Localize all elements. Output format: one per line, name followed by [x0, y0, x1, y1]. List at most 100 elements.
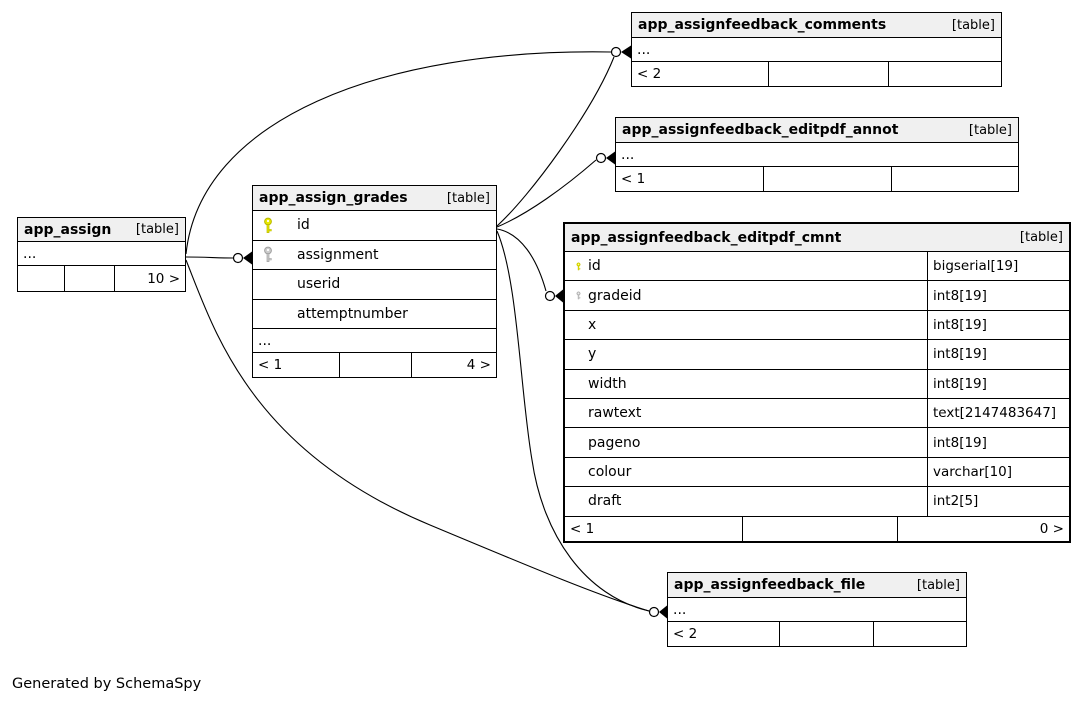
- column-row-id: id bigserial[19]: [565, 252, 1069, 282]
- column-name: attemptnumber: [297, 305, 408, 322]
- footer-middle-cell: [339, 353, 411, 377]
- footer-middle-cell: [64, 266, 114, 291]
- footer-children-count: [888, 62, 1001, 86]
- footer-children-count: 4 >: [411, 353, 496, 377]
- column-row-id: id: [253, 211, 496, 241]
- table-type-tag: [table]: [968, 122, 1012, 138]
- column-type: int8[19]: [927, 310, 1069, 340]
- column-name: pageno: [588, 434, 641, 451]
- primary-key-icon: [565, 258, 581, 275]
- column-name: id: [297, 217, 310, 234]
- table-title: app_assign: [24, 221, 112, 238]
- table-type-tag: [table]: [1019, 230, 1063, 245]
- table-header[interactable]: app_assign [table]: [18, 218, 185, 242]
- table-footer: < 2: [632, 62, 1001, 86]
- footer-parents-count: < 2: [637, 66, 662, 82]
- zero-circle-comments-end: [610, 46, 622, 58]
- table-title: app_assignfeedback_editpdf_cmnt: [571, 229, 842, 246]
- crowfoot-icon-annot: [606, 151, 615, 165]
- column-row-rawtext: rawtext text[2147483647]: [565, 398, 1069, 429]
- column-name: x: [588, 316, 597, 333]
- column-type: int2[5]: [927, 487, 1069, 516]
- column-row-assignment: assignment: [253, 241, 496, 270]
- footer-children-count: 0 >: [897, 516, 1069, 541]
- table-header[interactable]: app_assignfeedback_editpdf_cmnt [table]: [565, 224, 1069, 252]
- column-name: width: [588, 375, 627, 392]
- table-app-assignfeedback-editpdf-cmnt[interactable]: app_assignfeedback_editpdf_cmnt [table] …: [563, 222, 1071, 543]
- footer-parents-count: < 1: [570, 520, 595, 537]
- column-type: int8[19]: [927, 281, 1069, 310]
- table-app-assignfeedback-comments[interactable]: app_assignfeedback_comments [table] ... …: [631, 12, 1002, 87]
- footer-children-count: [873, 622, 966, 646]
- column-type: text[2147483647]: [927, 398, 1069, 428]
- relationship-line-assign-grades: [185, 256, 234, 259]
- column-name: id: [588, 258, 601, 275]
- table-header[interactable]: app_assign_grades [table]: [253, 186, 496, 211]
- column-name: draft: [588, 493, 622, 510]
- footer-middle-cell: [742, 516, 897, 541]
- column-name: gradeid: [588, 287, 642, 304]
- column-row-colour: colour varchar[10]: [565, 457, 1069, 488]
- relationship-line-grades-annot: [496, 159, 597, 228]
- table-type-tag: [table]: [916, 577, 960, 593]
- column-row-width: width int8[19]: [565, 369, 1069, 399]
- foreign-key-icon: [253, 246, 273, 263]
- table-footer: < 1 4 >: [253, 353, 496, 377]
- ellipsis-label: ...: [637, 41, 651, 58]
- table-header[interactable]: app_assignfeedback_file [table]: [668, 573, 966, 598]
- generator-credit: Generated by SchemaSpy: [12, 676, 202, 692]
- footer-middle-cell: [768, 62, 888, 86]
- table-app-assignfeedback-editpdf-annot[interactable]: app_assignfeedback_editpdf_annot [table]…: [615, 117, 1019, 192]
- column-row-draft: draft int2[5]: [565, 487, 1069, 517]
- zero-circle-file-end: [648, 606, 660, 618]
- column-row-y: y int8[19]: [565, 340, 1069, 370]
- column-type: int8[19]: [927, 340, 1069, 369]
- foreign-key-icon: [565, 287, 581, 304]
- column-name: userid: [297, 276, 341, 293]
- hidden-columns-row: ...: [632, 38, 1001, 62]
- footer-middle-cell: [779, 622, 873, 646]
- table-footer: 10 >: [18, 266, 185, 291]
- footer-children-count: 10 >: [114, 266, 185, 291]
- zero-circle-cmnt-end: [544, 290, 556, 302]
- footer-children-count: [891, 167, 1018, 191]
- table-title: app_assignfeedback_file: [674, 577, 866, 593]
- ellipsis-label: ...: [258, 332, 272, 349]
- table-header[interactable]: app_assignfeedback_editpdf_annot [table]: [616, 118, 1018, 143]
- column-row-gradeid: gradeid int8[19]: [565, 281, 1069, 311]
- crowfoot-icon-cmnt-gradeid: [555, 289, 563, 303]
- column-row-x: x int8[19]: [565, 310, 1069, 341]
- table-title: app_assignfeedback_comments: [638, 17, 887, 33]
- table-header[interactable]: app_assignfeedback_comments [table]: [632, 13, 1001, 38]
- crowfoot-icon-comments: [621, 45, 631, 59]
- column-name: rawtext: [588, 405, 642, 422]
- relationship-line-grades-cmnt: [496, 228, 547, 292]
- table-footer: < 1: [616, 167, 1018, 191]
- table-app-assign-grades[interactable]: app_assign_grades [table] id assignment …: [252, 185, 497, 378]
- footer-parents-count: < 1: [621, 171, 646, 187]
- table-type-tag: [table]: [135, 222, 179, 237]
- hidden-columns-row: ...: [18, 242, 185, 266]
- hidden-columns-row: ...: [616, 143, 1018, 167]
- table-footer: < 2: [668, 622, 966, 646]
- footer-parents-count: < 2: [673, 626, 698, 642]
- primary-key-icon: [253, 217, 273, 234]
- column-row-pageno: pageno int8[19]: [565, 428, 1069, 458]
- table-type-tag: [table]: [951, 17, 995, 33]
- column-type: bigserial[19]: [927, 252, 1069, 281]
- table-app-assign[interactable]: app_assign [table] ... 10 >: [17, 217, 186, 292]
- table-app-assignfeedback-file[interactable]: app_assignfeedback_file [table] ... < 2: [667, 572, 967, 647]
- crowfoot-icon-file: [659, 605, 667, 619]
- column-row-attemptnumber: attemptnumber: [253, 300, 496, 329]
- ellipsis-label: ...: [23, 245, 37, 262]
- column-type: int8[19]: [927, 369, 1069, 398]
- zero-circle-annot-end: [595, 152, 607, 164]
- column-name: y: [588, 346, 597, 363]
- table-footer: < 1 0 >: [565, 516, 1069, 541]
- column-row-userid: userid: [253, 270, 496, 300]
- hidden-columns-row: ...: [253, 329, 496, 353]
- table-type-tag: [table]: [446, 190, 490, 206]
- crowfoot-icon-grades-assignment: [243, 251, 252, 265]
- table-title: app_assignfeedback_editpdf_annot: [622, 122, 899, 138]
